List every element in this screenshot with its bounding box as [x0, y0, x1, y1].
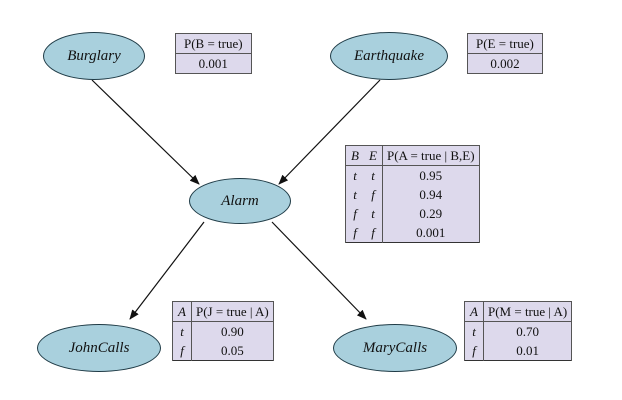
cpt-john: A P(J = true | A) t 0.90 f 0.05: [172, 301, 274, 361]
cpt-alarm-e: t: [364, 165, 383, 185]
cpt-john-p: 0.90: [191, 321, 274, 341]
table-row: f f 0.001: [345, 223, 480, 243]
cpt-alarm-col-p: P(A = true | B,E): [382, 145, 480, 166]
table-row: f 0.05: [172, 341, 274, 361]
cpt-john-a: f: [172, 341, 192, 361]
table-row: t t 0.95: [345, 165, 480, 185]
node-burglary: Burglary: [43, 32, 145, 80]
cpt-alarm-e: f: [364, 185, 383, 204]
table-row: f 0.01: [464, 341, 573, 361]
cpt-john-p: 0.05: [191, 341, 274, 361]
node-johncalls: JohnCalls: [37, 324, 161, 372]
cpt-mary-col-a: A: [464, 301, 484, 322]
edge-burglary-alarm: [91, 79, 200, 185]
edge-alarm-marycalls: [271, 221, 367, 320]
node-alarm: Alarm: [189, 178, 291, 224]
cpt-earthquake-header: P(E = true): [467, 33, 543, 54]
cpt-earthquake-value: 0.002: [467, 53, 543, 74]
cpt-alarm-e: t: [364, 204, 383, 223]
cpt-alarm-p: 0.95: [382, 165, 480, 185]
cpt-alarm-p: 0.001: [382, 223, 480, 243]
cpt-burglary-value: 0.001: [175, 53, 252, 74]
cpt-alarm-p: 0.94: [382, 185, 480, 204]
table-row: t f 0.94: [345, 185, 480, 204]
cpt-alarm-p: 0.29: [382, 204, 480, 223]
cpt-mary-p: 0.70: [482, 321, 573, 341]
cpt-alarm-col-e: E: [364, 145, 383, 166]
cpt-alarm-b: f: [345, 223, 364, 243]
edge-earthquake-alarm: [278, 79, 381, 185]
cpt-alarm-b: t: [345, 185, 364, 204]
cpt-alarm-b: t: [345, 165, 364, 185]
cpt-alarm-b: f: [345, 204, 364, 223]
node-earthquake: Earthquake: [330, 32, 448, 80]
cpt-john-col-a: A: [172, 301, 192, 322]
cpt-earthquake: P(E = true) 0.002: [467, 33, 543, 74]
edge-alarm-johncalls: [129, 221, 205, 320]
table-row: t 0.90: [172, 321, 274, 341]
cpt-alarm-col-b: B: [345, 145, 364, 166]
node-marycalls: MaryCalls: [333, 324, 457, 372]
cpt-alarm: B E P(A = true | B,E) t t 0.95 t f 0.94 …: [345, 145, 480, 243]
cpt-mary-col-p: P(M = true | A): [482, 301, 573, 322]
table-row: f t 0.29: [345, 204, 480, 223]
table-row: t 0.70: [464, 321, 573, 341]
cpt-burglary-header: P(B = true): [175, 33, 252, 54]
cpt-burglary: P(B = true) 0.001: [175, 33, 252, 74]
cpt-mary-p: 0.01: [482, 341, 573, 361]
cpt-mary-a: f: [464, 341, 484, 361]
cpt-john-col-p: P(J = true | A): [191, 301, 274, 322]
cpt-mary-a: t: [464, 321, 484, 341]
cpt-mary: A P(M = true | A) t 0.70 f 0.01: [464, 301, 573, 361]
cpt-alarm-e: f: [364, 223, 383, 243]
cpt-john-a: t: [172, 321, 192, 341]
